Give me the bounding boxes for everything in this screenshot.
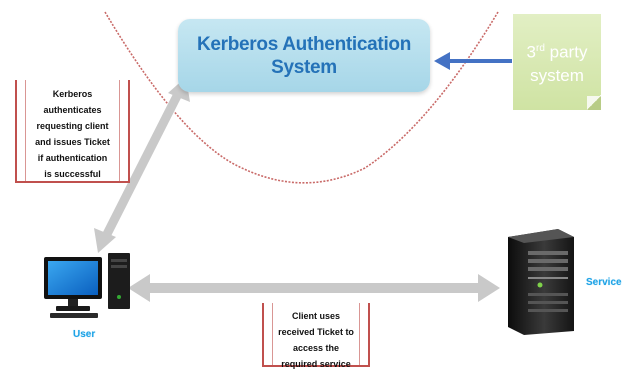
third-party-system-label: 3rd party system — [513, 37, 601, 87]
third-party-label-prefix: 3 — [526, 42, 537, 62]
auth-callout-box: Kerberos authenticates requesting client… — [15, 80, 130, 183]
third-party-label-suffix: party system — [530, 42, 588, 85]
user-service-double-arrow — [128, 274, 500, 302]
auth-callout-line: if authentication — [37, 153, 108, 163]
auth-callout-line: requesting client — [36, 121, 109, 131]
callout-rule-right — [359, 303, 360, 365]
service-callout-box: Client uses received Ticket to access th… — [262, 303, 370, 369]
kerberos-auth-system-title: Kerberos Authentication System — [196, 33, 412, 78]
auth-callout-line: is successful — [44, 169, 101, 179]
thirdparty-auth-arrow — [434, 52, 512, 70]
note-folded-corner — [587, 96, 601, 110]
third-party-label-sup: rd — [536, 43, 545, 55]
service-callout-line: Client uses — [291, 311, 340, 321]
service-callout-line: required service — [281, 359, 351, 369]
auth-callout-line: and issues Ticket — [35, 137, 110, 147]
third-party-system-note: 3rd party system — [513, 14, 601, 110]
server-tower-icon — [508, 229, 574, 335]
kerberos-auth-system-box: Kerberos Authentication System — [178, 19, 430, 92]
callout-rule-left — [25, 80, 26, 181]
service-callout-line: received Ticket to — [278, 327, 354, 337]
auth-callout-line: authenticates — [43, 105, 102, 115]
service-label: Service — [586, 277, 622, 288]
user-label: User — [73, 329, 96, 340]
callout-rule-left — [272, 303, 273, 365]
service-callout-line: access the — [292, 343, 340, 353]
callout-rule-right — [119, 80, 120, 181]
desktop-computer-icon — [44, 253, 130, 318]
auth-callout-line: Kerberos — [52, 89, 93, 99]
